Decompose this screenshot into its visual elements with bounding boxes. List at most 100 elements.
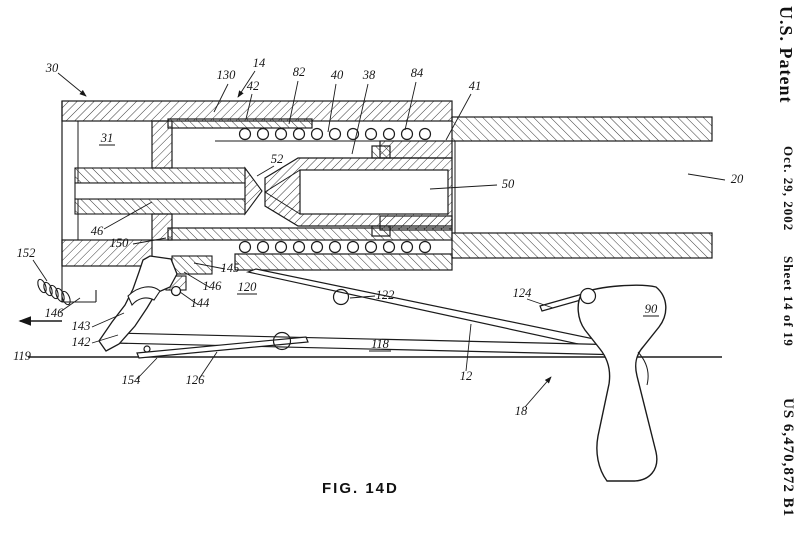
leader-150: [132, 237, 167, 245]
leader-122: [349, 295, 376, 299]
ref-label-118: 118: [371, 337, 390, 351]
rod-top-half: [74, 167, 246, 184]
patent-date: Oct. 29, 2002: [781, 146, 796, 232]
ref-label-145: 145: [221, 261, 240, 275]
pivot-122: [332, 288, 350, 306]
bolt-lug-top: [371, 145, 391, 159]
ref-label-130: 130: [217, 68, 237, 82]
recoil-spring-152: [37, 266, 97, 306]
ref-label-146-upper: 146: [203, 279, 223, 293]
ref-label-18: 18: [515, 404, 528, 418]
ref-label-150: 150: [110, 236, 130, 250]
ref-label-82: 82: [293, 65, 306, 79]
ref-label-152: 152: [17, 246, 36, 260]
leader-12: [465, 323, 472, 372]
spring-top: [238, 127, 432, 141]
grip-90: [577, 284, 667, 482]
ref-label-146-lower: 146: [45, 306, 65, 320]
carrier-block-upper: [379, 140, 453, 159]
leader-46: [103, 201, 153, 230]
ref-label-50: 50: [502, 177, 515, 191]
barrel-20-top: [451, 116, 713, 142]
bolt-interior: [299, 169, 449, 215]
hammer-143: [98, 255, 178, 352]
ref-label-120: 120: [238, 280, 258, 294]
ref-label-46: 46: [91, 224, 104, 238]
leader-143: [91, 312, 125, 328]
leader-152: [32, 259, 48, 282]
ref-label-90: 90: [645, 302, 658, 316]
housing-bottom-left: [61, 239, 153, 267]
ref-label-42: 42: [247, 79, 260, 93]
rod-tip: [244, 166, 263, 216]
leader-144: [179, 291, 198, 305]
bolt-cone-upper: [264, 169, 301, 193]
rod-bottom-half: [74, 198, 246, 215]
leader-40: [327, 83, 337, 133]
guide-block-130: [167, 118, 313, 129]
ref-label-12: 12: [460, 369, 473, 383]
numeral-underlines: [99, 144, 659, 352]
bolt-lug-bottom: [371, 225, 391, 237]
bolt-guide-upper: [151, 120, 173, 169]
patent-sheet-count: Sheet 14 of 19: [781, 256, 796, 347]
leader-52: [256, 165, 275, 177]
ref-label-38: 38: [362, 68, 376, 82]
spring-bracket: [61, 266, 97, 303]
leader-38: [351, 83, 369, 155]
ref-label-14: 14: [253, 56, 266, 70]
pin-126: [143, 345, 151, 353]
spring-bottom: [238, 240, 432, 254]
lower-guide-band: [167, 227, 453, 241]
leader-82: [288, 80, 299, 125]
rod-slot: [74, 182, 246, 200]
ref-label-122: 122: [376, 288, 395, 302]
ref-label-154: 154: [122, 373, 141, 387]
grip-outline: [577, 284, 667, 482]
figure-caption: FIG. 14D: [322, 480, 399, 497]
ref-label-119: 119: [13, 349, 32, 363]
leader-146-lower: [59, 297, 81, 313]
ref-label-52: 52: [271, 152, 284, 166]
leader-14: [237, 70, 256, 98]
leader-130: [213, 83, 229, 113]
ref-label-31: 31: [100, 131, 114, 145]
leader-145: [193, 262, 226, 270]
leader-20: [687, 173, 726, 181]
link-bar-126: [136, 336, 309, 359]
leader-126: [198, 351, 218, 380]
patent-title: U.S. Patent: [776, 6, 796, 104]
grip-contour: [637, 351, 649, 386]
ref-label-30: 30: [45, 61, 59, 75]
leader-124: [526, 298, 554, 309]
leader-142: [91, 334, 119, 344]
leader-lines: [32, 70, 726, 408]
firing-pin-rod: [74, 166, 263, 216]
leader-30: [57, 72, 87, 97]
leader-42: [245, 93, 253, 120]
ref-label-124: 124: [513, 286, 532, 300]
reference-numerals: 30 130 14 42 82 40 38 84 41 31 52 50 20 …: [13, 56, 744, 418]
leader-146-upper: [183, 271, 210, 288]
bolt-50: [264, 145, 453, 237]
ref-label-41: 41: [469, 79, 482, 93]
ref-label-126: 126: [186, 373, 206, 387]
ref-label-144: 144: [191, 296, 210, 310]
leader-50: [429, 184, 498, 190]
ref-label-20: 20: [731, 172, 744, 186]
leader-154: [136, 357, 158, 380]
leader-18: [524, 376, 552, 408]
leader-84: [404, 81, 417, 131]
linkage-bars: [112, 268, 629, 359]
ref-label-40: 40: [331, 68, 344, 82]
patent-number: US 6,470,872 B1: [780, 398, 796, 518]
trigger-group: [98, 255, 213, 352]
pivot-grip-124: [579, 287, 597, 305]
pivot-144: [170, 285, 182, 297]
ref-label-143: 143: [72, 319, 91, 333]
lower-housing-band: [234, 253, 453, 271]
housing-top-band: [61, 100, 453, 122]
bolt-cone-lower: [264, 191, 301, 215]
